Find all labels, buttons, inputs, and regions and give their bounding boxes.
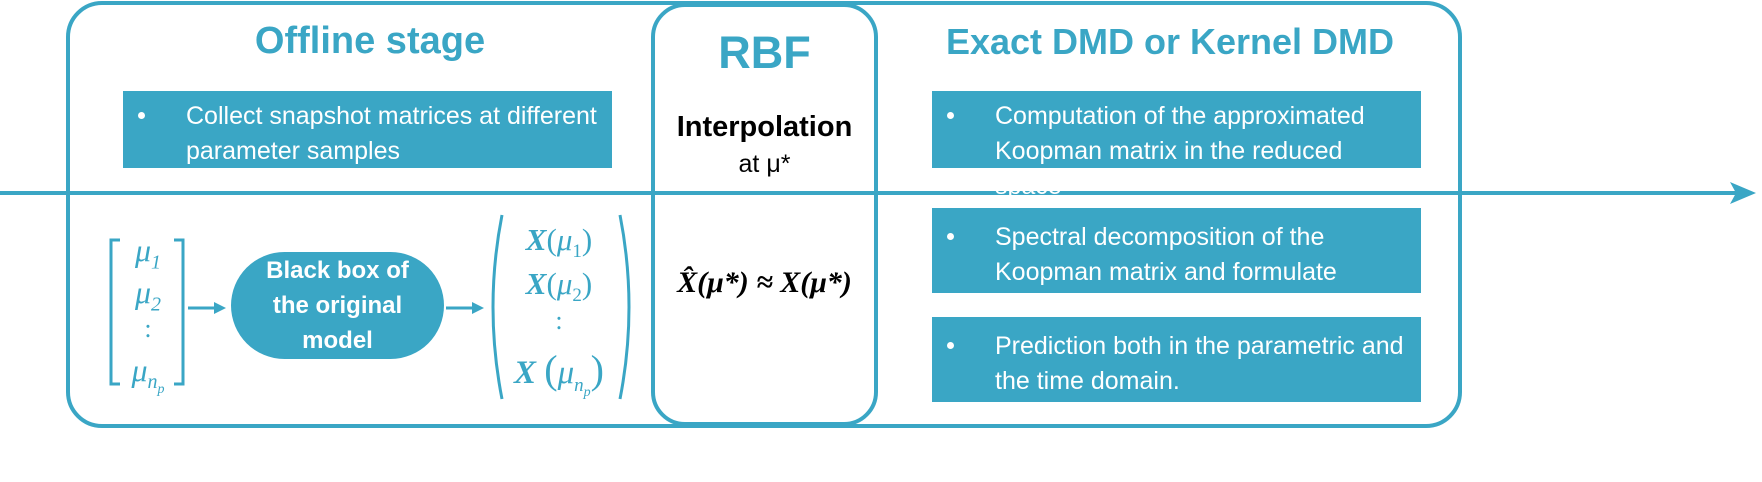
- timeline-arrowhead-icon: [1730, 182, 1756, 204]
- dmd-bullet-text-1: Computation of the approximated Koopman …: [995, 102, 1365, 200]
- param-right-bracket-icon: [174, 238, 185, 386]
- black-box-model: Black box of the original model: [231, 252, 444, 359]
- offline-stage-title: Offline stage: [254, 20, 486, 62]
- param-to-box-arrow-icon: [188, 302, 226, 314]
- param-left-bracket-icon: [109, 238, 120, 386]
- snapshot-vector: X(μ1) X(μ2) : X (μnp): [500, 222, 618, 400]
- rbf-title: RBF: [718, 27, 811, 78]
- rbf-at-text: at μ*: [738, 150, 791, 178]
- bullet-dot-icon: [947, 233, 954, 240]
- bullet-dot-icon: [947, 112, 954, 119]
- bullet-dot-icon: [947, 342, 954, 349]
- param-mu2: μ2: [134, 274, 162, 316]
- snapshot-x-mu2: X(μ2): [525, 266, 593, 307]
- timeline-axis-rbf-segment: [655, 191, 874, 195]
- black-box-label: Black box of the original model: [266, 257, 409, 354]
- snapshot-left-paren-icon: [491, 214, 504, 400]
- param-vector: μ1 μ2 : μnp: [120, 232, 176, 398]
- dmd-title: Exact DMD or Kernel DMD: [945, 21, 1395, 62]
- param-vdots: :: [144, 314, 152, 343]
- snapshot-x-mu1: X(μ1): [525, 222, 593, 263]
- offline-bullet-box: Collect snapshot matrices at different p…: [123, 91, 612, 168]
- param-munp: μnp: [131, 352, 165, 398]
- rbf-subtitle: Interpolation: [676, 111, 853, 143]
- rbf-formula: X̂(μ*) ≈ X(μ*): [677, 266, 852, 299]
- dmd-bullet-box-2: Spectral decomposition of the Koopman ma…: [932, 208, 1421, 321]
- dmd-bullet-box-1: Computation of the approximated Koopman …: [932, 91, 1421, 200]
- rbf-frame: [651, 3, 878, 426]
- dmd-bullet-box-3: Prediction both in the parametric and th…: [932, 317, 1421, 402]
- dmd-bullet-text-3: Prediction both in the parametric and th…: [995, 332, 1404, 395]
- snapshot-vdots: :: [555, 306, 563, 335]
- dmd-bullet-text-2: Spectral decomposition of the Koopman ma…: [995, 223, 1337, 321]
- snapshot-right-paren-icon: [618, 214, 631, 400]
- rbf-at-label: at μ*: [655, 150, 874, 179]
- box-to-snapshot-arrow-icon: [446, 302, 484, 314]
- param-mu1: μ1: [134, 232, 162, 274]
- offline-bullet-text: Collect snapshot matrices at different p…: [186, 102, 597, 165]
- bullet-dot-icon: [138, 112, 145, 119]
- snapshot-x-munp: X (μnp): [514, 347, 604, 400]
